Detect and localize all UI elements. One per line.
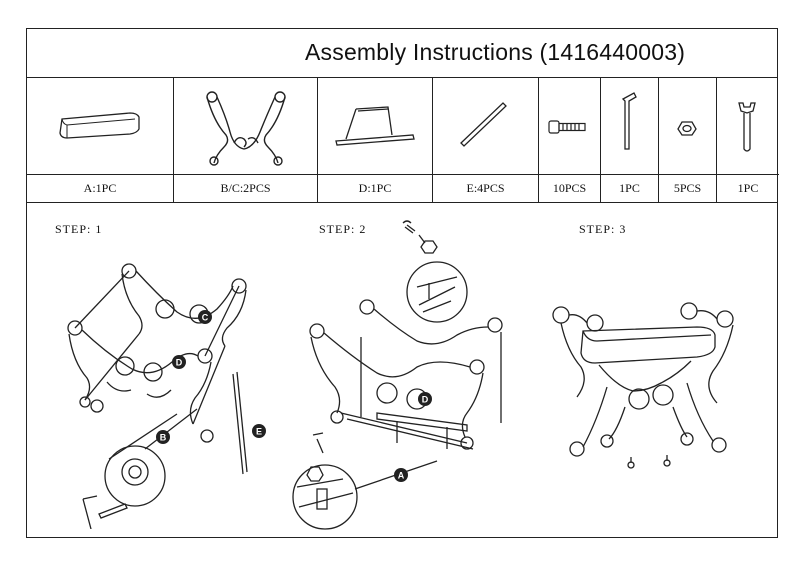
part-label: B/C:2PCS [174,174,317,203]
step-1-label: STEP: 1 [55,222,103,236]
part-label: 5PCS [659,174,716,203]
wrench-icon [738,102,756,152]
marker-d: D [422,395,429,405]
part-cell-a: A:1PC [27,77,174,202]
marker-b: B [160,433,167,443]
page-title: Assembly Instructions (1416440003) [305,39,686,65]
part-label: 1PC [601,174,658,203]
marker-c: C [202,313,209,323]
marker-d: D [176,358,183,368]
part-cell-e: E:4PCS [433,77,539,202]
step-3-label: STEP: 3 [579,222,627,236]
step-2-label: STEP: 2 [319,222,367,236]
part-label: 10PCS [539,174,600,203]
part-cell-allen-key: 1PC [601,77,659,202]
part-cell-bc: B/C:2PCS [174,77,318,202]
part-cell-wrench: 1PC [717,77,779,202]
rod-e-icon [460,102,507,147]
part-label: E:4PCS [433,174,538,203]
marker-a: A [398,471,405,481]
step-1-illustration: C D B E [67,263,266,529]
marker-e: E [256,427,262,437]
instruction-sheet: Assembly Instructions (1416440003) A:1PC [26,28,779,538]
step-2-illustration: D A [292,220,503,530]
step-3-illustration [552,302,734,469]
title-row: Assembly Instructions (1416440003) [27,29,777,78]
part-label: 1PC [717,174,779,203]
step-2-markers: D A [394,392,432,482]
part-cell-nut: 5PCS [659,77,717,202]
bolt-icon [548,120,586,134]
seat-cushion-icon [59,112,140,139]
hex-nut-icon [677,121,697,136]
step-1-markers: C D B E [156,310,266,444]
allen-key-icon [621,92,637,150]
part-label: D:1PC [318,174,432,203]
part-label: A:1PC [27,174,173,203]
scroll-leg-frame-icon [206,91,286,166]
part-cell-d: D:1PC [318,77,433,202]
parts-list: A:1PC B/C:2PCS [27,77,779,203]
part-cell-bolt: 10PCS [539,77,601,202]
support-bar-d-icon [335,106,415,146]
